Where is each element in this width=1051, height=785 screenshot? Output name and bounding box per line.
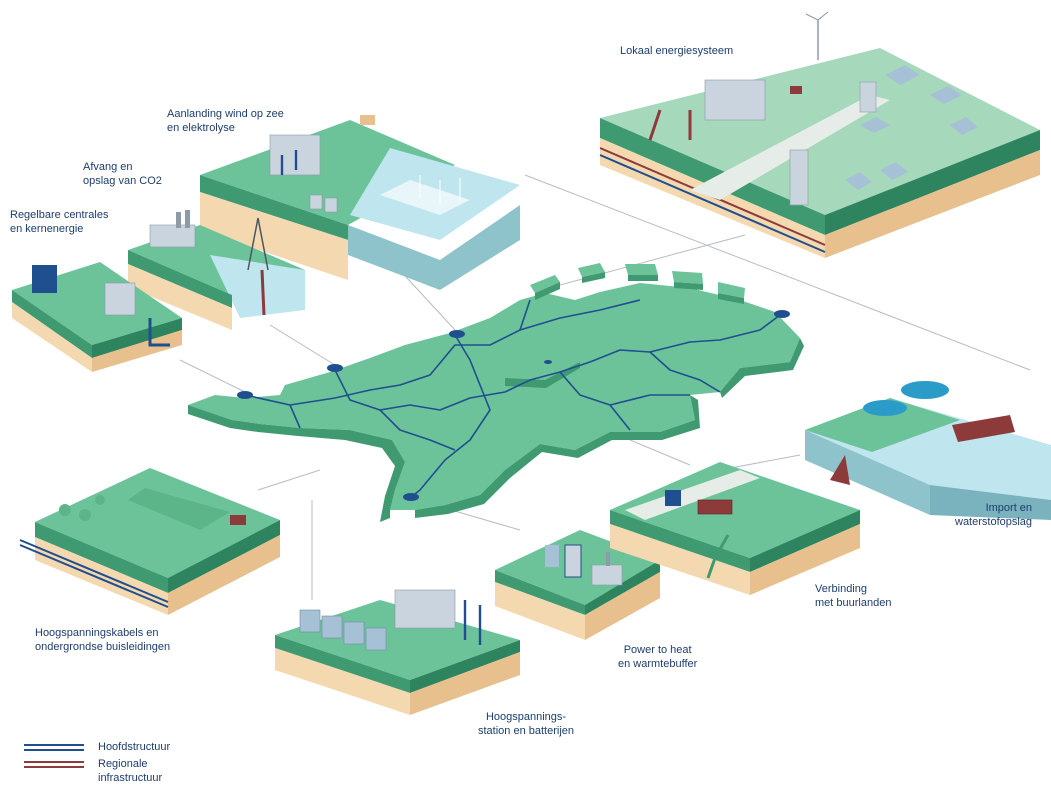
label-import-waterstof: Import en waterstofopslag bbox=[955, 502, 1033, 528]
label-hoogspanningsstation: Hoogspannings- station en batterijen bbox=[478, 711, 575, 737]
legend-swatch-hoofdstructuur bbox=[24, 744, 84, 752]
tile-power-to-heat bbox=[495, 530, 660, 640]
tile-offshore-wind bbox=[200, 115, 520, 290]
netherlands-map bbox=[188, 263, 804, 522]
tile-local-energy-system bbox=[599, 11, 1040, 258]
label-aanlanding-wind: Aanlanding wind op zee en elektrolyse bbox=[167, 108, 284, 134]
label-hoogspanningskabels: Hoogspanningskabels en ondergrondse buis… bbox=[35, 627, 171, 653]
legend-swatch-regionaal bbox=[24, 761, 84, 769]
label-regelbare-centrales: Regelbare centrales en kernenergie bbox=[10, 209, 109, 235]
tile-substation-batteries bbox=[275, 589, 520, 715]
label-afvang-co2: Afvang en opslag van CO2 bbox=[83, 161, 162, 187]
tile-interconnection bbox=[610, 462, 860, 595]
tile-power-plants bbox=[12, 262, 182, 372]
label-verbinding-buurlanden: Verbinding met buurlanden bbox=[815, 583, 892, 609]
legend-label: Regionale infrastructuur bbox=[98, 758, 163, 784]
label-lokaal-energiesysteem: Lokaal energiesysteem bbox=[620, 45, 734, 57]
tile-cables-pipelines bbox=[19, 468, 280, 615]
tile-hydrogen-import bbox=[805, 381, 1051, 520]
legend-label: Hoofdstructuur bbox=[98, 741, 171, 753]
label-power-to-heat: Power to heat en warmtebuffer bbox=[618, 644, 698, 670]
tile-co2-capture bbox=[128, 210, 305, 330]
